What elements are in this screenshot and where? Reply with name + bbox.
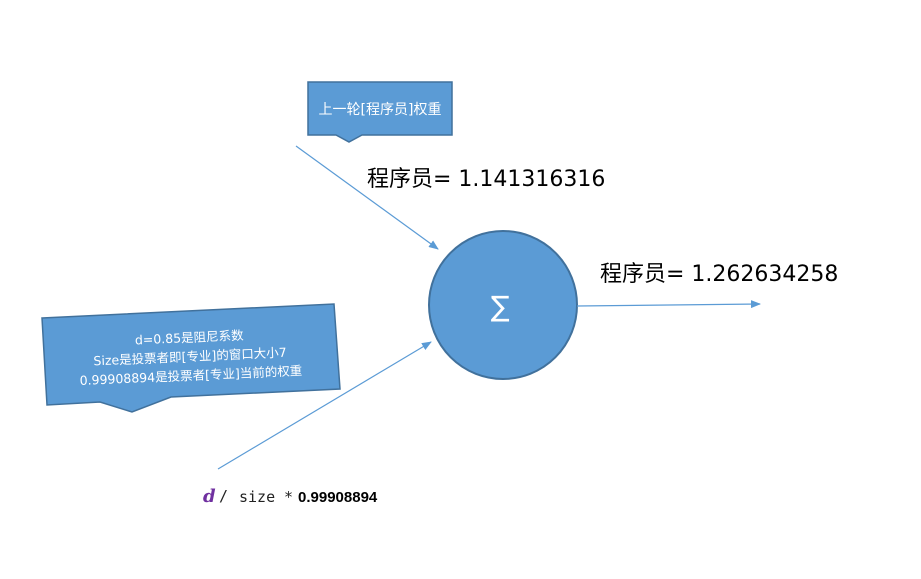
formula: d / size * 0.99908894 xyxy=(203,486,378,507)
output-label: 程序员= 1.262634258 xyxy=(600,262,838,287)
callout-left-line-1: d=0.85是阻尼系数 xyxy=(135,328,245,348)
callout-left: d=0.85是阻尼系数 Size是投票者即[专业]的窗口大小7 0.999088… xyxy=(41,303,341,413)
summation-circle xyxy=(428,230,578,380)
formula-value: 0.99908894 xyxy=(298,489,378,506)
callout-top-shape xyxy=(307,81,453,143)
callout-top: 上一轮[程序员]权重 xyxy=(307,81,453,143)
formula-d: d xyxy=(203,486,216,507)
callout-top-text: 上一轮[程序员]权重 xyxy=(319,102,442,118)
sigma-symbol: ∑ xyxy=(491,290,510,323)
input-bottom-arrow xyxy=(217,341,432,470)
callout-left-shape xyxy=(41,303,341,413)
summation-node: ∑ xyxy=(428,230,578,380)
input-top-label: 程序员= 1.141316316 xyxy=(367,167,605,192)
output-arrow xyxy=(576,300,761,309)
formula-slash: / xyxy=(219,487,228,505)
formula-size: size xyxy=(239,488,275,506)
input-top-arrow xyxy=(295,145,439,250)
formula-times: * xyxy=(284,488,293,506)
